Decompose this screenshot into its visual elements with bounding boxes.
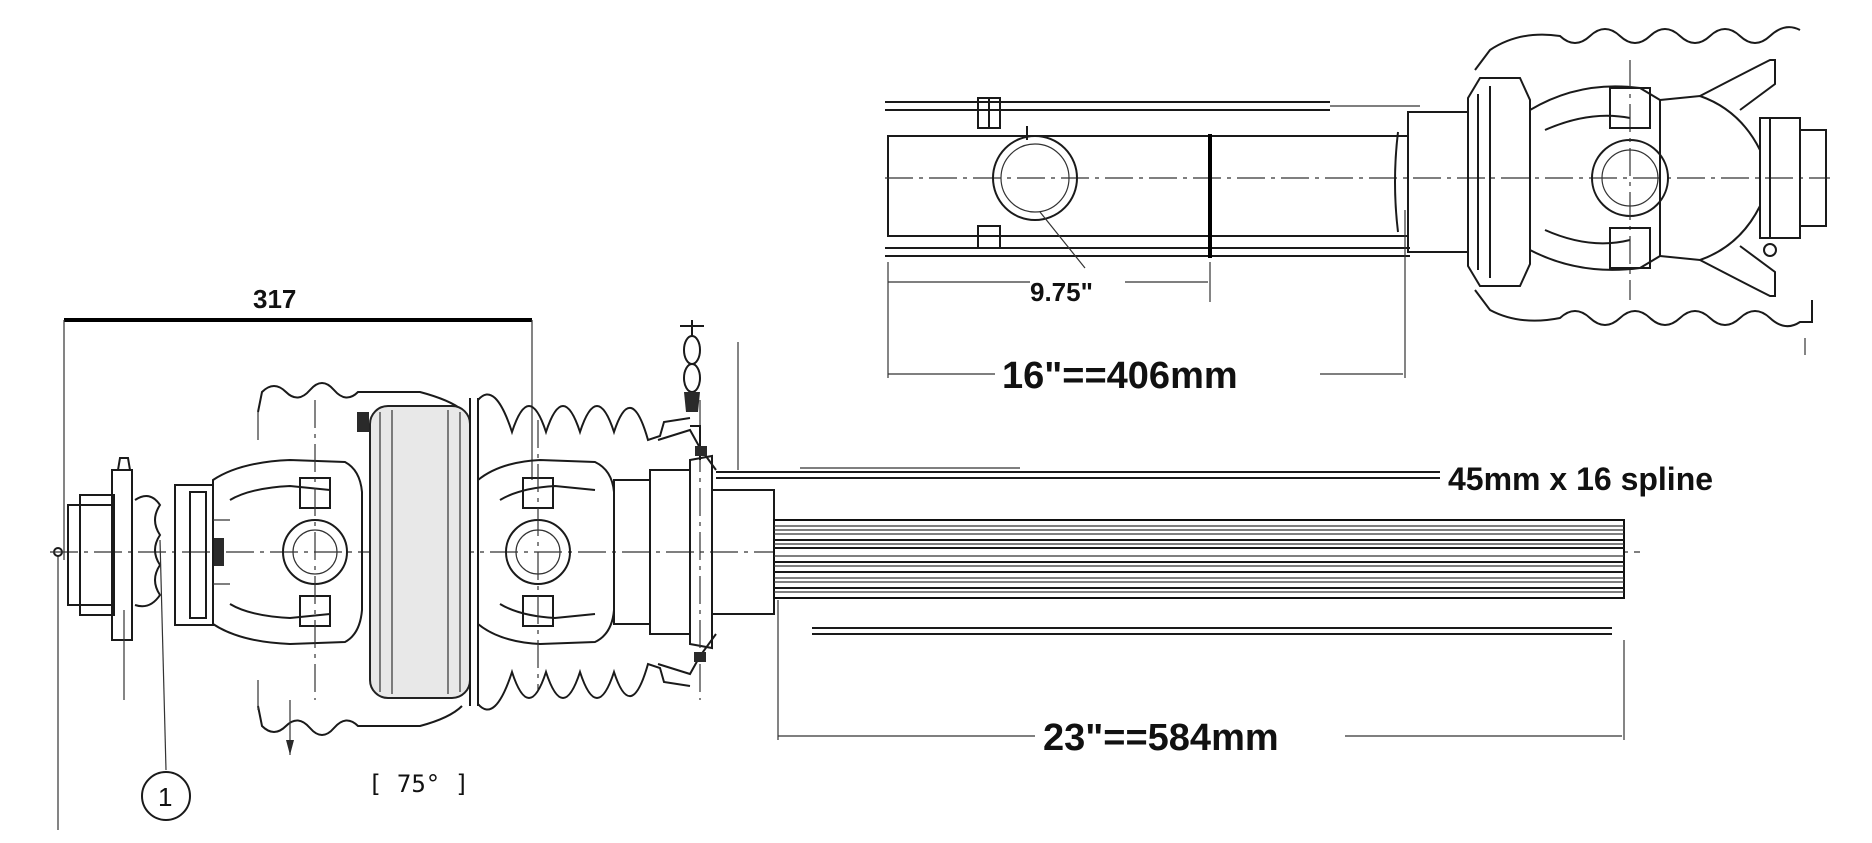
dim-16in-label: 16"==406mm — [1002, 355, 1238, 397]
spline-shaft — [773, 519, 1625, 599]
spline-bore-circle — [992, 135, 1078, 221]
item-balloon — [141, 771, 191, 821]
dim-317-label: 317 — [253, 284, 296, 314]
dim-23in-label: 23"==584mm — [1043, 717, 1279, 759]
main-shaft-view — [50, 318, 1640, 830]
angle-note-label: [ 75° ] — [368, 770, 469, 798]
spline-callout-label: 45mm x 16 spline — [1448, 461, 1713, 497]
dim-9-75-label: 9.75" — [1030, 277, 1093, 307]
clutch-drum — [369, 405, 471, 699]
top-inset-view — [885, 26, 1830, 378]
item-balloon-number: 1 — [158, 782, 172, 812]
